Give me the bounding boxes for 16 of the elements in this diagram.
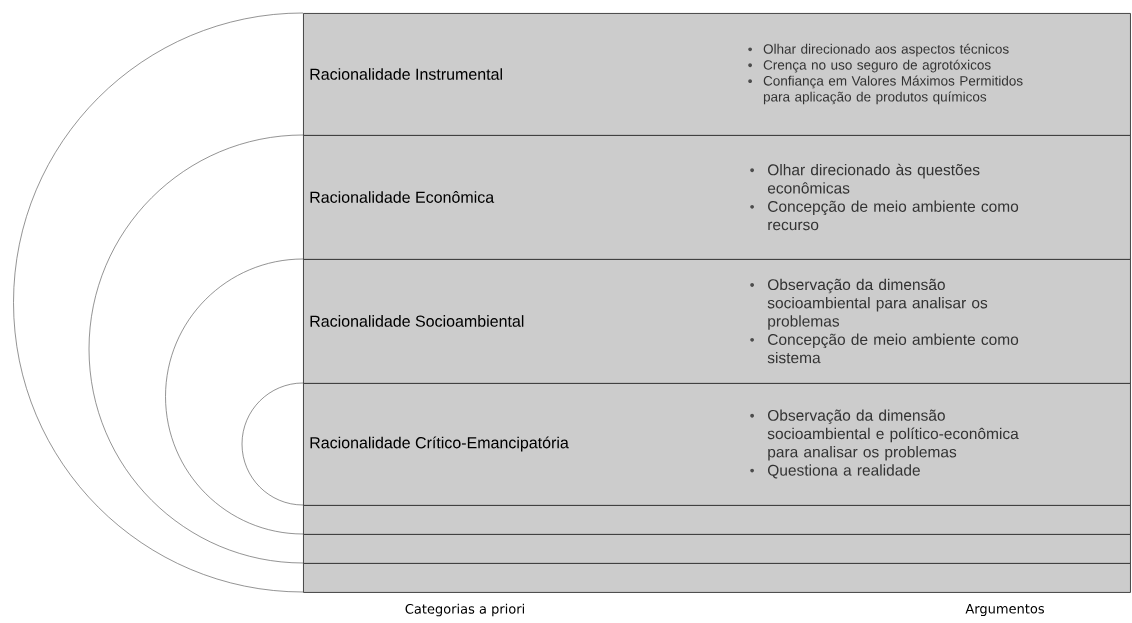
bullet-item: Crença no uso seguro de agrotóxicos	[763, 59, 991, 73]
bullet-item: Concepção de meio ambiente como sistema	[767, 333, 1019, 364]
category-title: Racionalidade Socioambiental	[310, 315, 524, 327]
category-title: Racionalidade Crítico-Emancipatória	[310, 436, 569, 452]
bullet-item: Olhar direcionado às questões econômicas	[767, 163, 980, 194]
bullet-item: Observação da dimensão socioambiental para analisar os problemas	[767, 278, 988, 330]
band	[303, 534, 1131, 564]
bullet-item: Olhar direcionado aos aspectos técnicos	[763, 43, 1009, 57]
bullet-item: Confiança em Valores Máximos Permitidos para aplicação de produtos químicos	[763, 75, 1023, 105]
category-title: Racionalidade Instrumental	[310, 68, 502, 80]
category-title: Racionalidade Econômica	[310, 191, 495, 203]
bullet-item: Questiona a realidade	[768, 464, 920, 479]
bullet-item: Concepção de meio ambiente como recurso	[768, 200, 1019, 231]
band	[303, 505, 1131, 535]
band	[303, 563, 1131, 593]
bullet-item: Observação da dimensão socioambiental e político-econômica para analisar os problemas	[767, 409, 1019, 461]
